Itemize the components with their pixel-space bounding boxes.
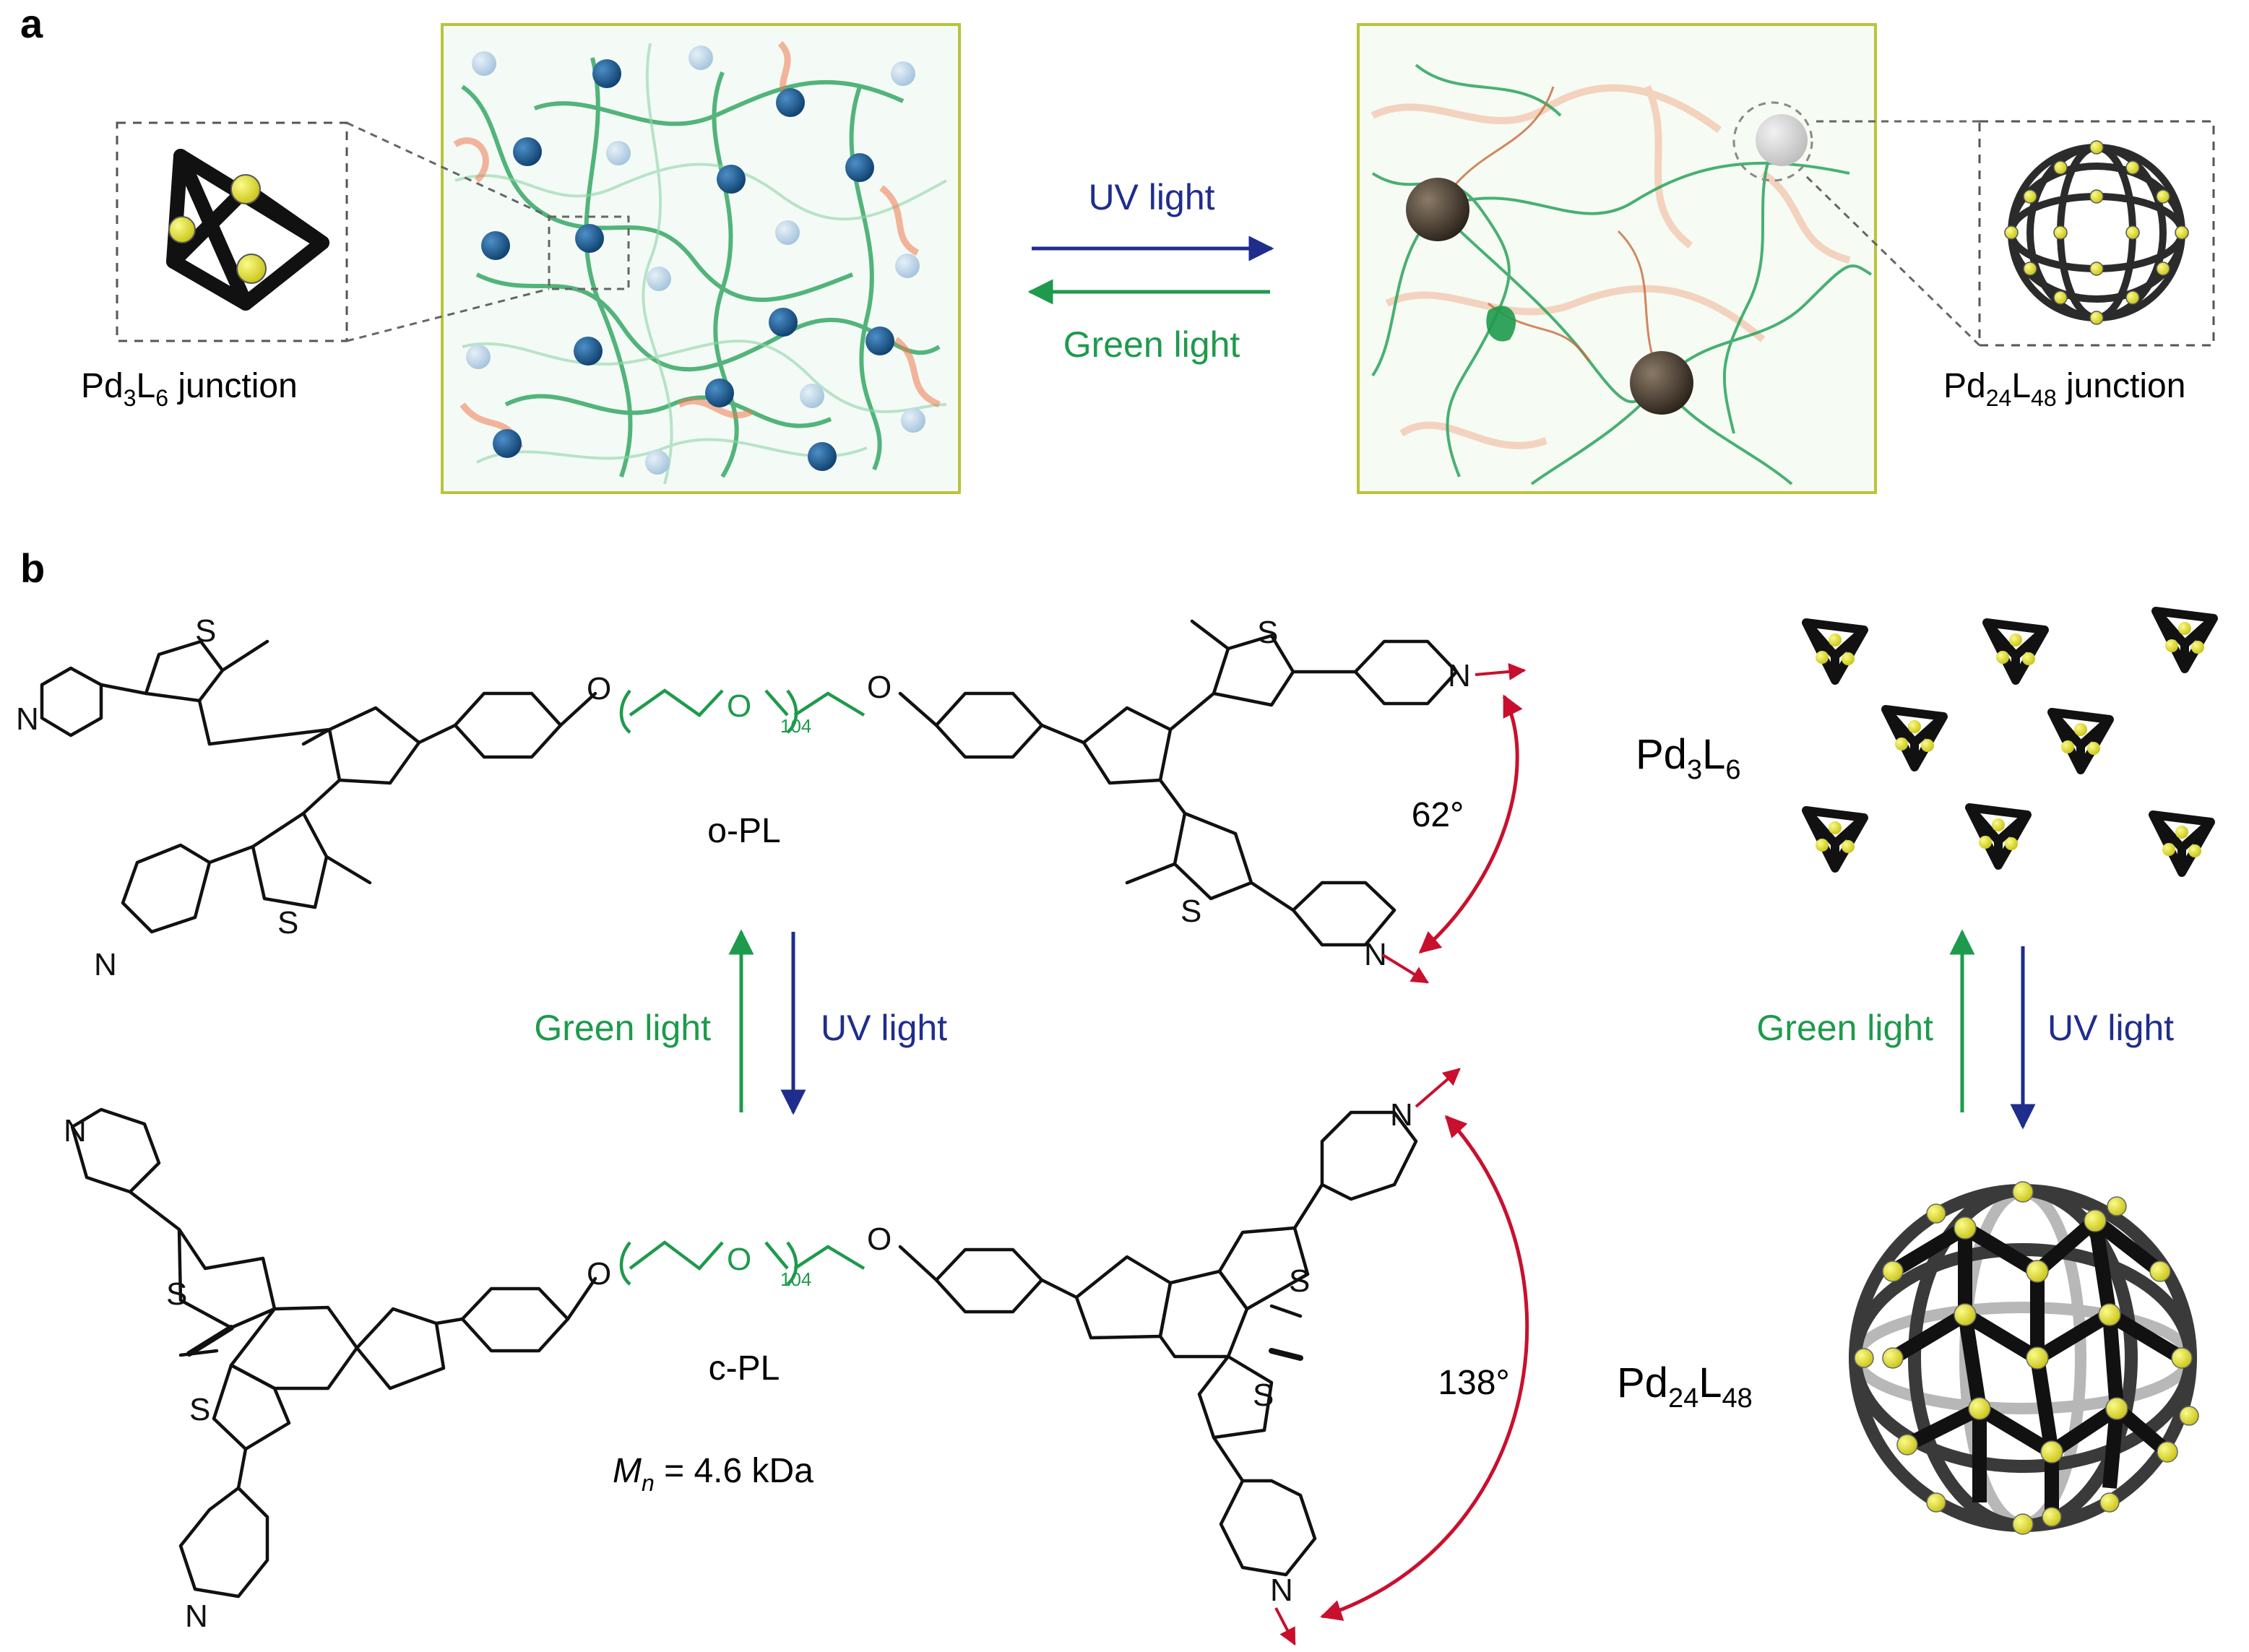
- peg-index-top: 104: [780, 715, 811, 737]
- svg-text:S: S: [1289, 1263, 1310, 1299]
- svg-text:N: N: [185, 1599, 208, 1634]
- peg-linker-bottom: [619, 1240, 866, 1286]
- svg-text:N: N: [1270, 1573, 1293, 1608]
- label-mn: Mn = 4.6 kDa: [613, 1452, 813, 1496]
- peg-o-top: O: [727, 688, 751, 724]
- label-green-right: Green light: [1756, 1008, 1933, 1048]
- svg-text:S: S: [1257, 615, 1278, 650]
- svg-text:O: O: [587, 671, 611, 706]
- pd3l6-junction-label: Pd3L6 junction: [81, 367, 298, 411]
- label-c-pl: c-PL: [709, 1349, 780, 1388]
- arrow-label-uv: UV light: [1088, 177, 1214, 217]
- c-pl-atoms-left: N S S N O: [64, 1113, 611, 1634]
- svg-text:O: O: [587, 1256, 611, 1292]
- light-nodes: [466, 46, 925, 475]
- svg-text:S: S: [189, 1392, 210, 1427]
- o-pl-atoms-left: N S S N O: [16, 613, 611, 982]
- vector-n-bottom1: [1415, 1068, 1461, 1108]
- panel-a-letter: a: [20, 1, 43, 46]
- label-pd24l48: Pd24L48: [1617, 1359, 1753, 1414]
- molecule-c-pl: [70, 1107, 597, 1599]
- arrow-label-green: Green light: [1063, 324, 1240, 365]
- svg-text:N: N: [1390, 1097, 1413, 1133]
- angle-arc-138: [1320, 1115, 1529, 1621]
- pd24l48-node: [1406, 178, 1469, 241]
- svg-text:N: N: [64, 1113, 87, 1149]
- label-uv-left: UV light: [821, 1008, 947, 1048]
- o-pl-atoms-right: S N S N: [1180, 615, 1471, 972]
- svg-text:S: S: [195, 613, 216, 649]
- peg-o-bottom: O: [727, 1242, 751, 1277]
- pd3l6-nodes: [481, 59, 894, 471]
- o-pl-o-right: O: [867, 670, 892, 705]
- label-uv-right: UV light: [2047, 1008, 2174, 1048]
- peg-linker-top: [619, 688, 866, 734]
- svg-text:S: S: [1180, 894, 1201, 929]
- svg-text:S: S: [166, 1276, 187, 1312]
- pd24l48-node-highlight: [1756, 114, 1808, 166]
- angle-62-label: 62°: [1412, 796, 1464, 834]
- peg-index-bottom: 104: [780, 1268, 811, 1290]
- vector-n-top2: [1381, 953, 1430, 984]
- pd24l48-junction-inset: [1802, 120, 2215, 347]
- c-pl-atoms-right: S S N N: [1253, 1097, 1413, 1608]
- angle-138-label: 138°: [1438, 1364, 1509, 1402]
- vector-n-bottom2: [1274, 1607, 1296, 1646]
- label-o-pl: o-PL: [707, 812, 780, 850]
- molecule-o-pl-right: [898, 619, 1459, 947]
- molecule-c-pl-right: [898, 1110, 1418, 1577]
- pd3l6-cages: [1802, 607, 2218, 877]
- angle-arc-62: [1418, 694, 1523, 953]
- svg-text:S: S: [1253, 1378, 1274, 1413]
- label-pd3l6: Pd3L6: [1636, 731, 1741, 785]
- pd24l48-node: [1630, 351, 1693, 415]
- svg-text:N: N: [1448, 658, 1471, 693]
- panel-b-letter: b: [20, 545, 45, 591]
- pd24l48-sphere: [1849, 1181, 2199, 1535]
- c-pl-o-right: O: [867, 1221, 892, 1257]
- pd3l6-junction-inset: [116, 121, 550, 342]
- network-box-right: [1357, 23, 1877, 494]
- network-box-left: [441, 23, 961, 494]
- molecule-o-pl: [40, 639, 597, 934]
- svg-text:N: N: [94, 947, 117, 982]
- pd24l48-junction-label: Pd24L48 junction: [1943, 367, 2185, 411]
- svg-text:N: N: [16, 701, 39, 737]
- label-green-left: Green light: [534, 1008, 711, 1048]
- svg-text:S: S: [277, 905, 298, 940]
- vector-n-top1: [1475, 662, 1527, 680]
